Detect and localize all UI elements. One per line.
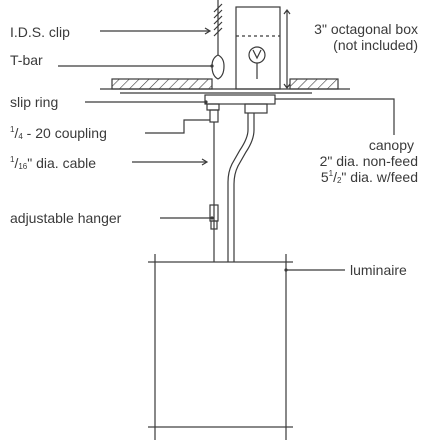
leader-coupling [145, 119, 210, 134]
label-canopy: canopy 2" dia. non-feed 51/2" dia. w/fee… [270, 137, 418, 185]
label-t-bar: T-bar [10, 52, 43, 68]
ids-clip [213, 3, 223, 37]
hanger-grip [210, 220, 218, 230]
coupling-text: - 20 coupling [22, 125, 107, 141]
label-slip-ring: slip ring [10, 94, 59, 110]
canopy [204, 94, 276, 105]
t-bar-clip [211, 54, 225, 80]
label-box: 3" octagonal box (not included) [292, 21, 418, 53]
leader-dot-hanger [210, 216, 214, 220]
feed-cord-left [227, 113, 249, 262]
label-canopy-line2: 2" dia. non-feed [319, 153, 418, 169]
label-canopy-title: canopy [368, 137, 414, 153]
ceiling-right [289, 78, 339, 90]
dimension-arrow [283, 9, 291, 89]
label-cable: 1/16" dia. cable [10, 155, 97, 171]
label-box-line2: (not included) [333, 37, 418, 53]
canopy-fraction-numerator: 1 [328, 169, 334, 178]
canopy-size-whole: 5 [320, 169, 329, 185]
lamp-filament [252, 49, 262, 60]
cable-text: " dia. cable [27, 155, 97, 171]
label-adjustable-hanger: adjustable hanger [10, 210, 122, 226]
label-canopy-line3: 51/2" dia. w/feed [320, 169, 418, 185]
canopy-nut [244, 103, 268, 114]
leader-dot-slip-ring [204, 100, 208, 104]
coupling-fraction-numerator: 1 [10, 125, 15, 134]
canopy-size-text: " dia. w/feed [341, 169, 418, 185]
leader-cable-arrow [201, 158, 209, 166]
canopy-fraction-denominator: 2 [336, 176, 342, 185]
label-luminaire: luminaire [350, 262, 407, 278]
leader-dot-t-bar [210, 64, 214, 68]
cable-fraction-denominator: 16 [18, 162, 28, 171]
coupling-fraction-denominator: 4 [18, 132, 23, 141]
ceiling-left [111, 78, 213, 90]
lamp-socket [248, 46, 266, 64]
leader-dot-luminaire [284, 268, 288, 272]
slip-ring [206, 103, 220, 111]
cable-fraction-numerator: 1 [10, 155, 15, 164]
leader-ids-clip-arrow [204, 27, 212, 35]
luminaire-box [154, 261, 287, 428]
coupling [209, 109, 219, 123]
label-box-line1: 3" octagonal box [314, 21, 418, 37]
leader-canopy [275, 98, 395, 135]
label-ids-clip: I.D.S. clip [10, 24, 70, 40]
octagonal-box [235, 6, 281, 90]
feed-cord-right [233, 113, 255, 262]
label-coupling: 1/4 - 20 coupling [10, 125, 107, 141]
